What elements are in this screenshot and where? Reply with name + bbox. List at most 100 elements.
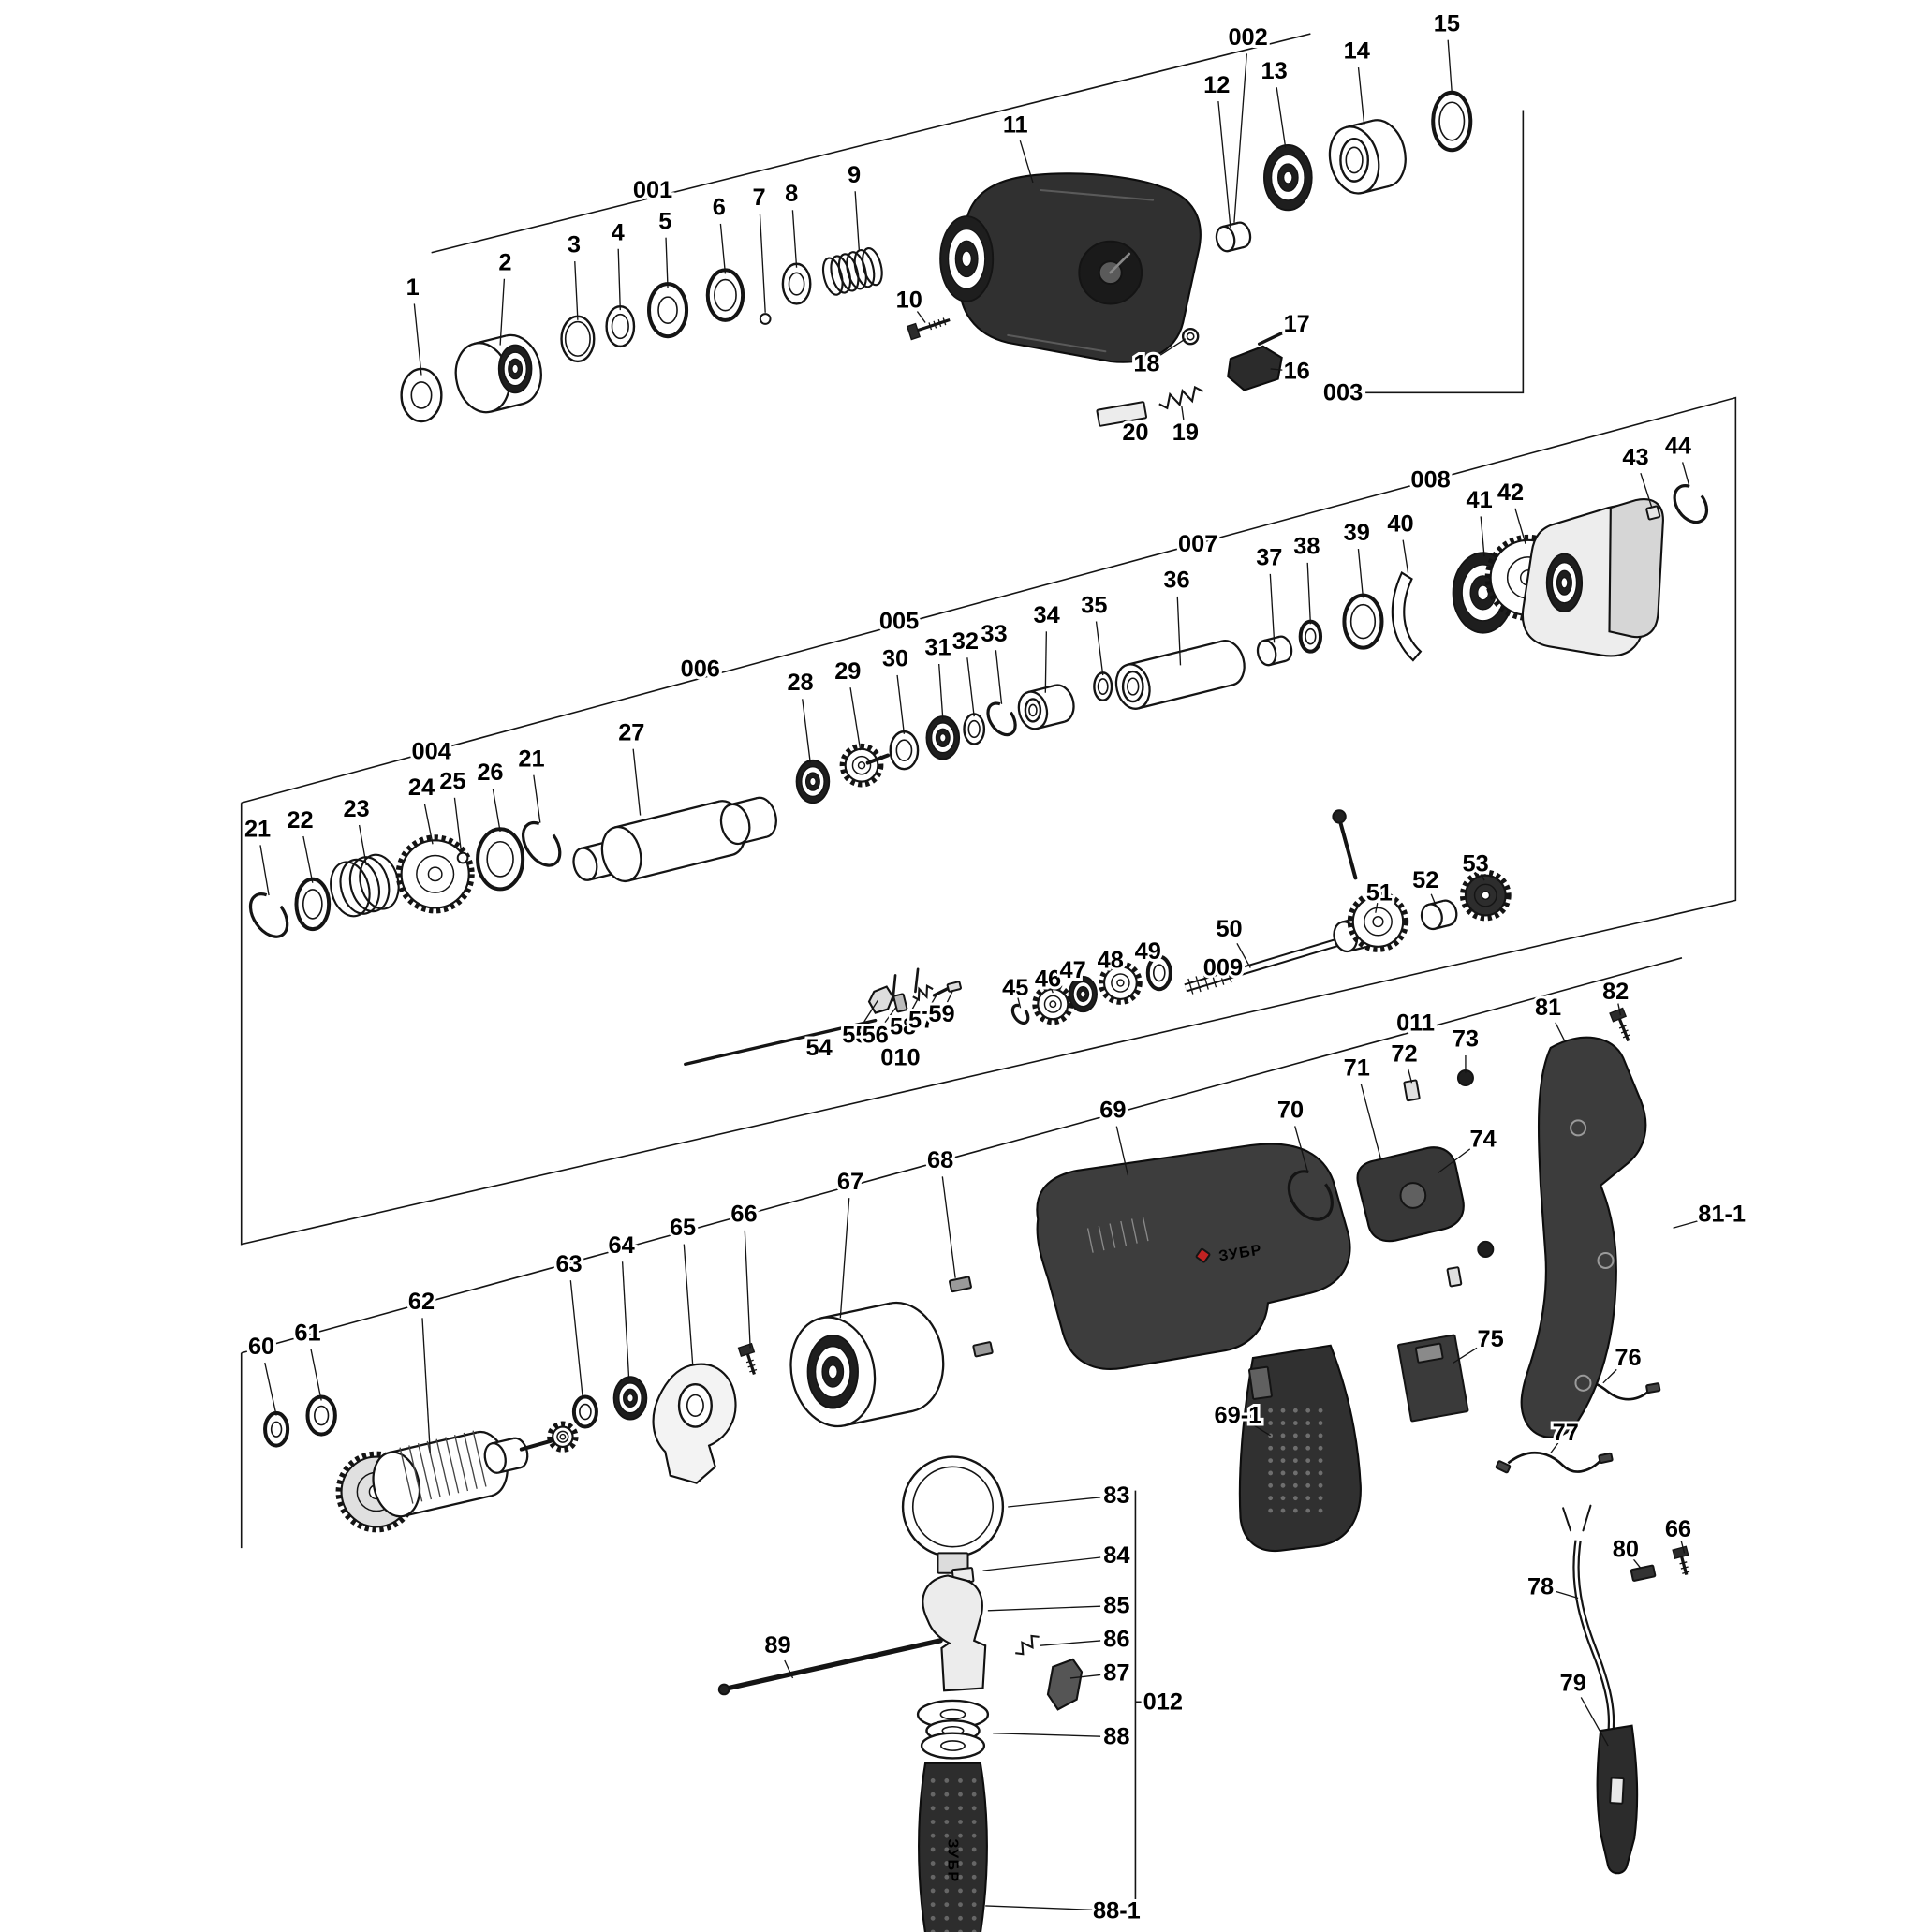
part-label-50: 50: [1216, 916, 1242, 942]
leader-line-45: [1017, 997, 1022, 1009]
part-label-35: 35: [1081, 592, 1107, 618]
gear-53: [1459, 869, 1512, 922]
part-label-21: 21: [244, 816, 271, 842]
part-label-65: 65: [670, 1215, 696, 1241]
washer-1: [400, 367, 443, 423]
spindle-27-tail: [719, 796, 777, 846]
leader-line-33: [995, 650, 1003, 704]
leader-line-14: [1357, 66, 1365, 125]
motor-housing-69: [1036, 1143, 1351, 1370]
leader-line-84: [982, 1556, 1101, 1571]
ring-3: [560, 315, 596, 363]
leader-line-31: [938, 663, 944, 719]
block-56: [892, 993, 908, 1013]
leader-line-46: [1050, 985, 1054, 994]
leader-line-10: [916, 311, 926, 323]
part-label-27: 27: [618, 719, 644, 745]
part-label-38: 38: [1293, 534, 1320, 560]
cap-43: [1645, 505, 1661, 521]
clutch-51: [1347, 891, 1409, 952]
part-label-002: 002: [1228, 24, 1267, 51]
part-label-58: 58: [890, 1013, 916, 1040]
block-59: [946, 981, 962, 993]
leader-line-69: [1115, 1126, 1129, 1176]
leader-line-72: [1407, 1068, 1413, 1084]
part-label-81: 81: [1535, 995, 1561, 1021]
grip-brand: ЗУБР: [944, 1838, 961, 1882]
part-label-83: 83: [1103, 1482, 1129, 1509]
leader-line-17: [1277, 329, 1289, 336]
leader-line-79: [1580, 1697, 1609, 1747]
cord-wire1: [1562, 1507, 1572, 1532]
trigger: [1247, 1365, 1273, 1400]
armature-lam: [399, 1430, 487, 1504]
piston-36: [1114, 640, 1246, 710]
ball-74b: [1477, 1240, 1495, 1258]
part-label-49: 49: [1135, 938, 1161, 965]
leader-line-87: [1069, 1674, 1101, 1679]
gear-24: [395, 834, 475, 914]
wire-77: [1507, 1451, 1602, 1473]
plate-65-bore: [677, 1382, 713, 1428]
leader-line-24: [423, 804, 434, 845]
bearing-31: [925, 715, 961, 760]
part-label-41: 41: [1467, 487, 1493, 513]
part-label-73: 73: [1453, 1026, 1479, 1053]
spring-86: [1015, 1634, 1040, 1656]
bearing-47: [1068, 975, 1098, 1013]
part-label-48: 48: [1098, 947, 1124, 973]
rod-89-tip: [717, 1683, 730, 1696]
part-label-78: 78: [1527, 1573, 1554, 1600]
leader-line-21: [259, 845, 270, 896]
leader-line-43: [1640, 473, 1653, 509]
part-label-006: 006: [681, 656, 720, 682]
part-label-5: 5: [658, 208, 671, 234]
leader-line-59: [946, 990, 954, 1003]
mode-knob-16: [1227, 345, 1283, 391]
gear-29-shaft: [865, 753, 891, 765]
leader-line-65: [683, 1244, 694, 1366]
shell-81-boss3: [1574, 1374, 1592, 1392]
part-label-43: 43: [1622, 445, 1648, 471]
part-label-88: 88: [1103, 1724, 1129, 1750]
gear-48: [1099, 961, 1143, 1005]
svg-text:ЗУБР: ЗУБР: [944, 1838, 961, 1882]
part-label-010: 010: [880, 1045, 920, 1071]
part-label-001: 001: [633, 177, 672, 203]
leader-line-66: [744, 1230, 751, 1349]
part-label-47: 47: [1060, 957, 1086, 983]
frame-line: [431, 33, 1311, 254]
part-label-74: 74: [1470, 1126, 1497, 1152]
part-label-82: 82: [1602, 979, 1629, 1005]
part-label-87: 87: [1103, 1660, 1129, 1687]
leader-line-38: [1306, 562, 1312, 625]
part-label-004: 004: [412, 739, 451, 765]
part-label-30: 30: [882, 646, 908, 672]
frame-line: [1365, 110, 1525, 394]
brush-68b: [972, 1341, 994, 1358]
leader-line-64: [621, 1261, 630, 1379]
part-label-36: 36: [1163, 568, 1189, 594]
armature-pinion: [547, 1421, 579, 1453]
grip-dots-69: [1268, 1408, 1323, 1513]
part-label-23: 23: [343, 796, 369, 822]
clip-74c: [1446, 1266, 1463, 1288]
ball-7: [759, 313, 772, 325]
leader-line-47: [1076, 974, 1083, 980]
leader-line-37: [1269, 573, 1276, 643]
frames-layer: [240, 33, 1737, 1920]
part-label-8: 8: [785, 181, 798, 207]
leader-line-85: [987, 1605, 1101, 1612]
part-label-25: 25: [439, 769, 465, 795]
leader-line-39: [1357, 549, 1364, 598]
part-label-54: 54: [805, 1035, 832, 1061]
lever-51: [1338, 820, 1358, 880]
housing-vents: [1086, 1216, 1149, 1253]
leader-line-8: [791, 210, 798, 268]
housing-dial-mark: [1109, 252, 1131, 274]
frame-line: [241, 957, 1683, 1354]
part-label-52: 52: [1412, 867, 1438, 893]
leader-line-29: [849, 687, 862, 751]
